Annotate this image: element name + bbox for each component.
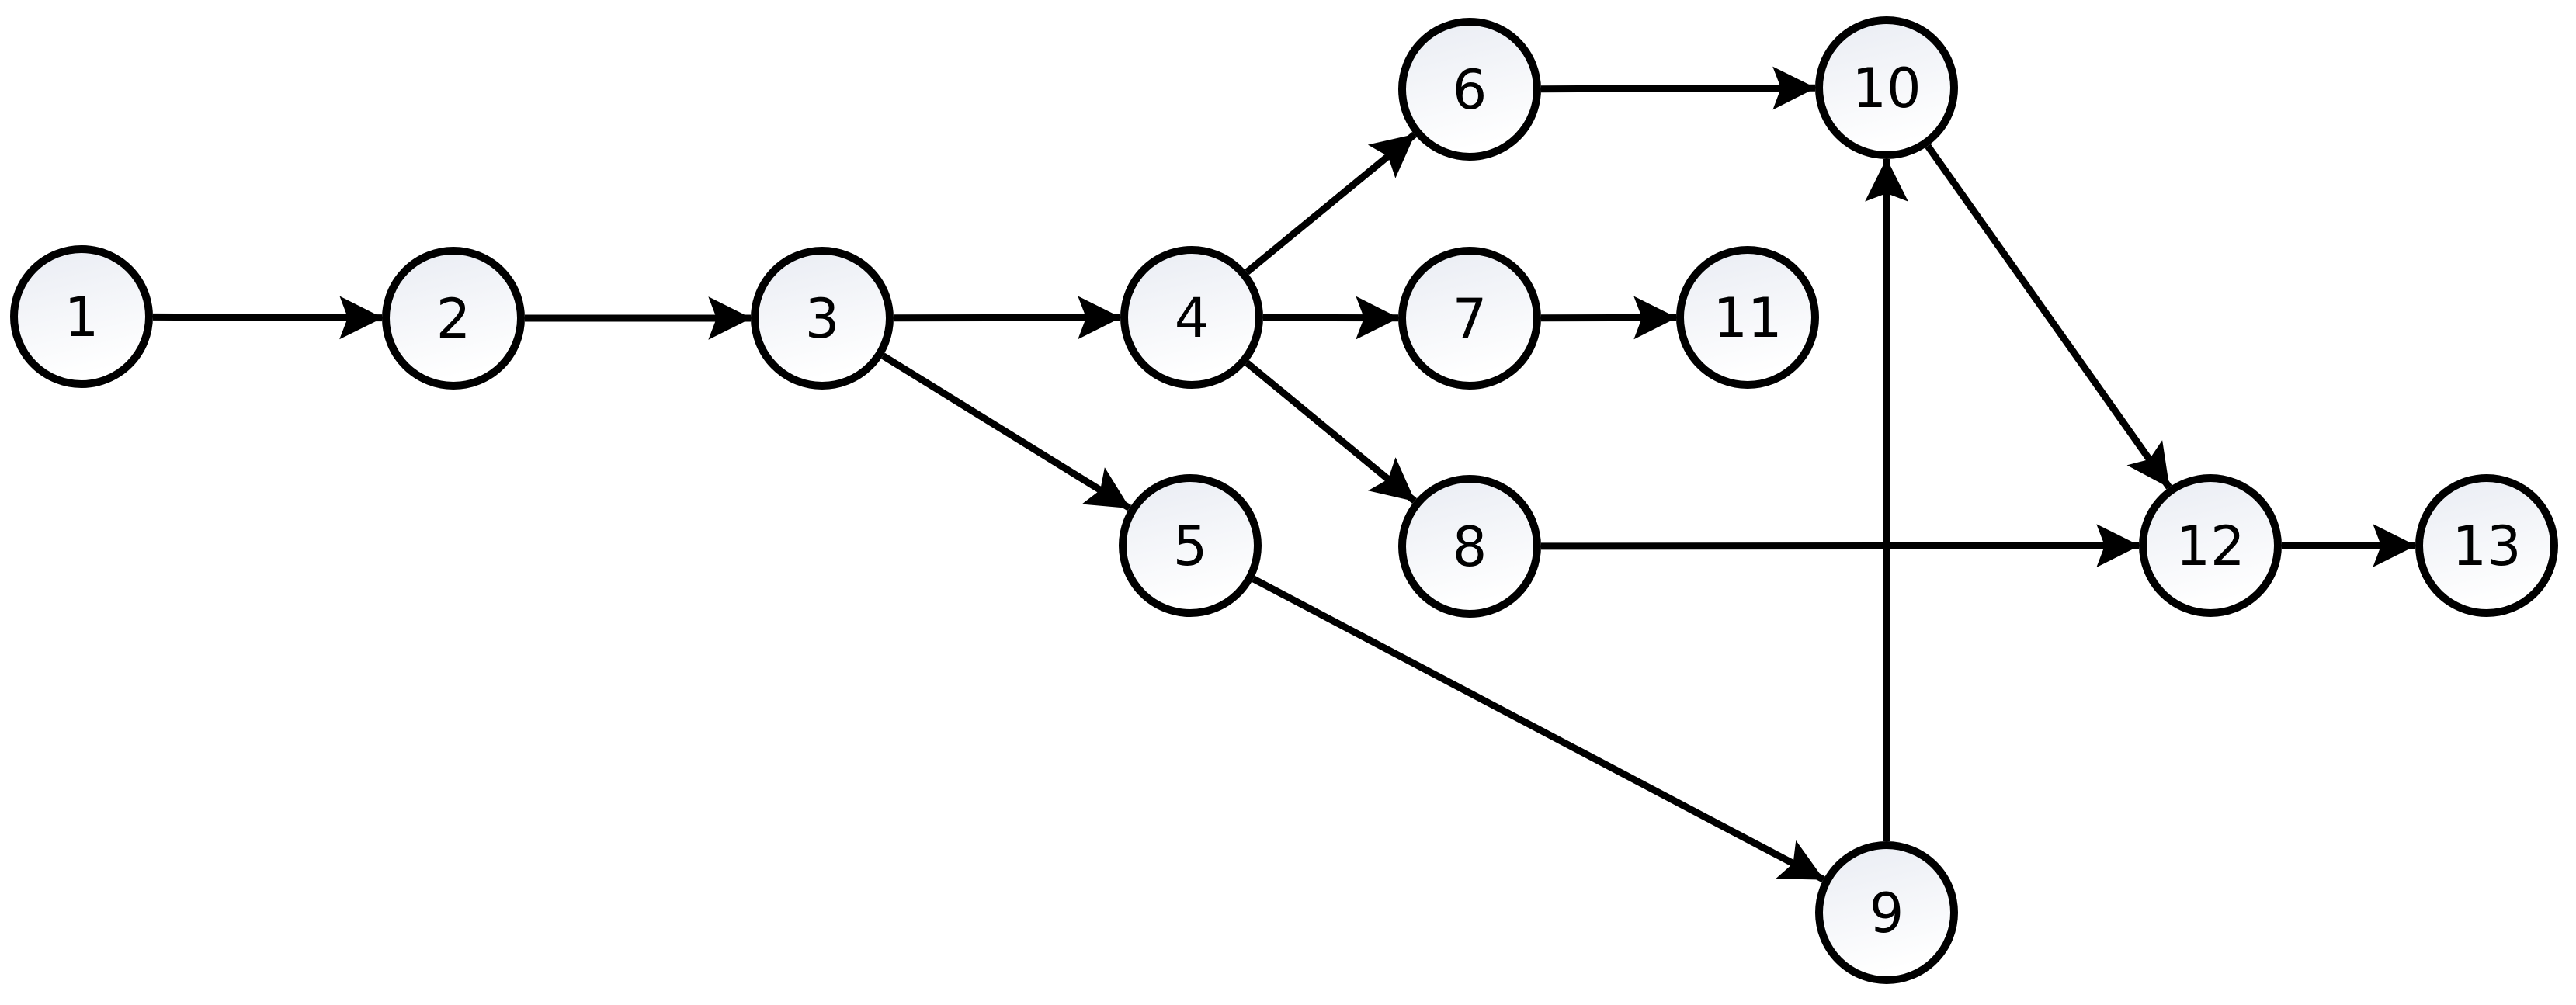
node-circle-12	[2139, 474, 2282, 617]
node-circle-10	[1815, 16, 1958, 159]
node-1: 1	[10, 245, 153, 388]
edges-layer	[152, 66, 2417, 883]
node-circle-13	[2415, 474, 2558, 617]
edge-3-to-4	[893, 296, 1122, 340]
node-label-4: 4	[1175, 286, 1210, 350]
node-circle-5	[1119, 474, 1262, 617]
node-label-11: 11	[1713, 286, 1782, 350]
node-label-8: 8	[1453, 515, 1488, 579]
node-10: 10	[1815, 16, 1958, 159]
edge-5-to-9	[1252, 575, 1825, 883]
node-4: 4	[1120, 246, 1263, 389]
node-circle-8	[1398, 475, 1541, 618]
node-11: 11	[1676, 246, 1819, 389]
node-7: 7	[1398, 247, 1541, 390]
node-circle-2	[382, 247, 525, 390]
node-label-9: 9	[1870, 882, 1904, 945]
node-circle-3	[751, 247, 894, 390]
node-label-7: 7	[1453, 287, 1488, 351]
node-circle-1	[10, 245, 153, 388]
node-6: 6	[1398, 18, 1541, 161]
node-label-5: 5	[1173, 515, 1208, 578]
node-circle-6	[1398, 18, 1541, 161]
edge-4-to-8	[1245, 360, 1417, 504]
edge-10-to-12	[1925, 144, 2172, 490]
node-circle-4	[1120, 246, 1263, 389]
node-9: 9	[1815, 841, 1958, 984]
node-circle-11	[1676, 246, 1819, 389]
node-label-10: 10	[1852, 57, 1921, 120]
edge-4-to-6	[1245, 131, 1417, 276]
node-label-3: 3	[805, 287, 840, 351]
node-5: 5	[1119, 474, 1262, 617]
node-label-6: 6	[1453, 58, 1488, 122]
node-circle-9	[1815, 841, 1958, 984]
node-label-2: 2	[436, 287, 471, 351]
node-circle-7	[1398, 247, 1541, 390]
edge-3-to-5	[880, 352, 1132, 511]
node-12: 12	[2139, 474, 2282, 617]
node-13: 13	[2415, 474, 2558, 617]
node-label-13: 13	[2452, 515, 2521, 578]
node-3: 3	[751, 247, 894, 390]
node-2: 2	[382, 247, 525, 390]
node-label-1: 1	[64, 286, 99, 349]
node-8: 8	[1398, 475, 1541, 618]
node-label-12: 12	[2175, 515, 2244, 578]
